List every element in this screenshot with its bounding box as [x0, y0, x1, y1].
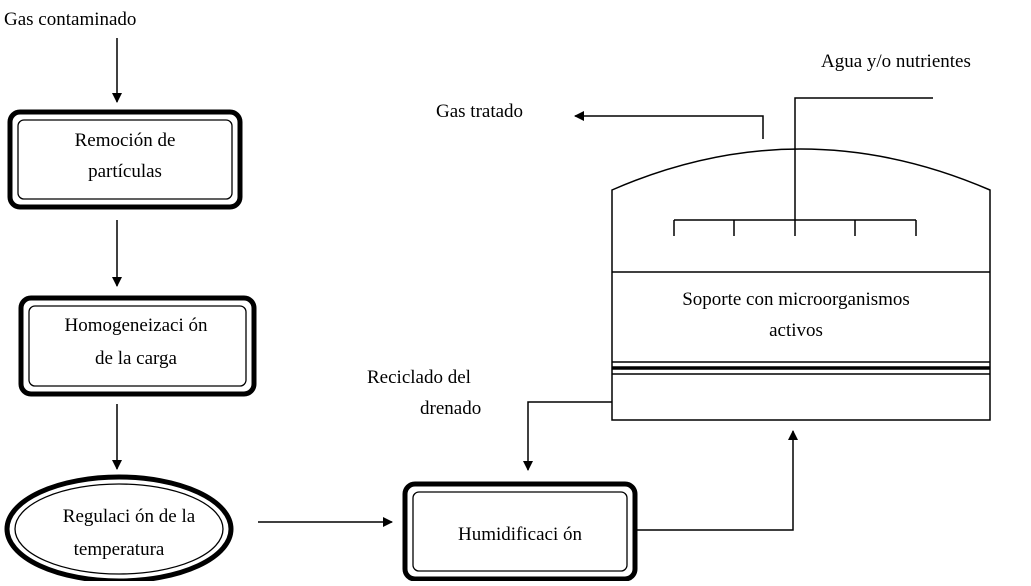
input-gas-label: Gas contaminado: [4, 9, 136, 30]
recycle-label-line1: Reciclado del: [367, 367, 471, 388]
arrow-humidification-to-bioreactor: [637, 430, 798, 531]
humidification-box: Humidificaci ón: [402, 481, 638, 582]
recycle-label-line2: drenado: [420, 398, 481, 419]
temperature-label-line1: Regulaci ón de la: [63, 506, 196, 527]
homogenization-label-line1: Homogeneizaci ón: [65, 315, 208, 336]
water-distributor: [673, 97, 933, 236]
support-label-line1: Soporte con microorganismos: [682, 289, 910, 310]
support-label-line2: activos: [769, 320, 823, 341]
temperature-label-line2: temperatura: [74, 539, 165, 560]
water-nutrients-label: Agua y/o nutrientes: [821, 51, 971, 72]
particle-removal-label-line2: partículas: [88, 161, 162, 182]
humidification-label: Humidificaci ón: [458, 524, 582, 545]
bioreactor-vessel: Soporte con microorganismos activos: [611, 148, 991, 421]
treated-gas-outlet-line: [574, 111, 764, 139]
particle-removal-label-line1: Remoción de: [75, 130, 176, 151]
treated-gas-label: Gas tratado: [436, 101, 523, 122]
homogenization-label-line2: de la carga: [95, 348, 177, 369]
homogenization-box: Homogeneizaci ón de la carga: [18, 295, 257, 397]
drain-recycle-line: [523, 401, 612, 471]
water-feed-line: [794, 97, 933, 220]
temperature-regulation-ellipse: Regulaci ón de la temperatura: [4, 474, 234, 584]
particle-removal-box: Remoción de partículas: [7, 109, 243, 210]
